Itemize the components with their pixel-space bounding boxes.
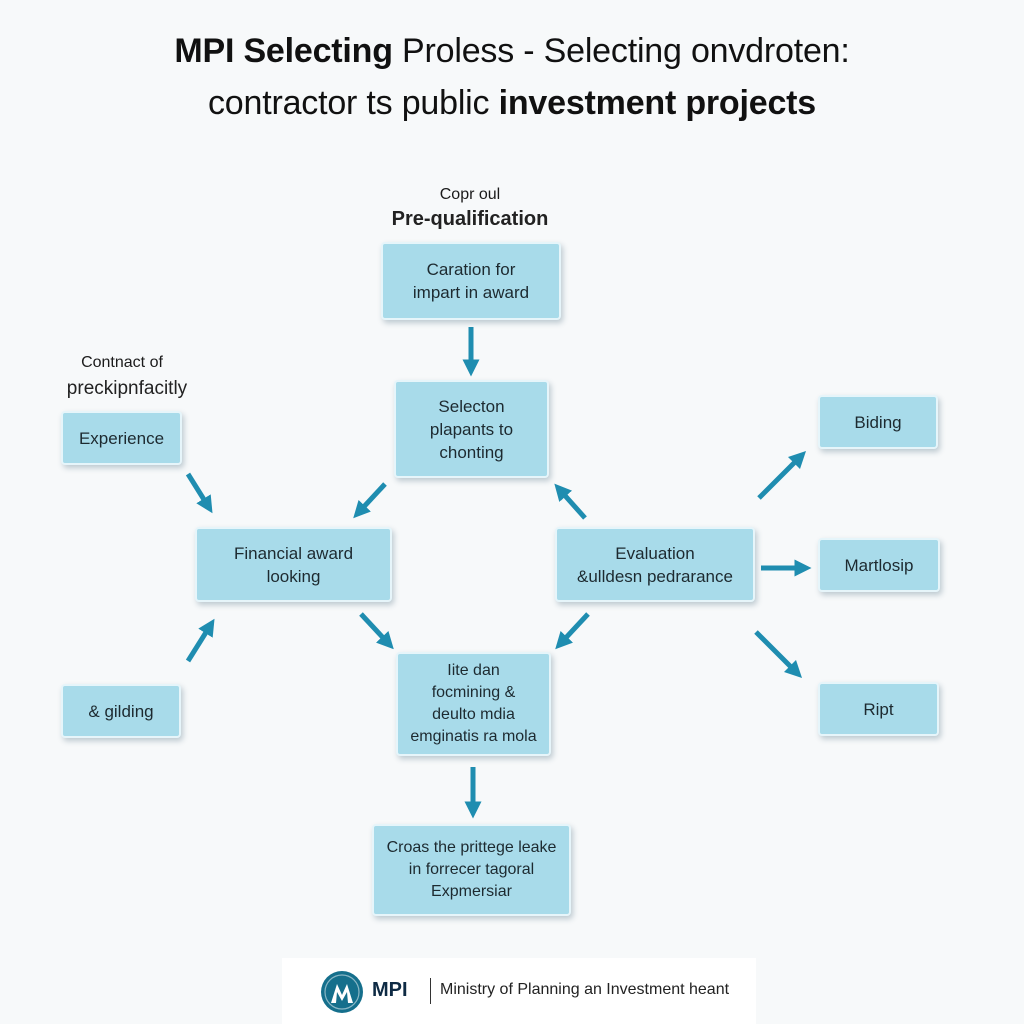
node-experience: Experience xyxy=(61,411,182,465)
node-evaluation-line-2: &ulldesn pedrarance xyxy=(577,566,733,586)
node-center-line-3: deulto mdia xyxy=(432,706,515,723)
footer-bar: MPI Ministry of Planning an Investment h… xyxy=(282,958,756,1024)
node-selecton-line-2: plapants to xyxy=(429,419,514,439)
node-caration: Caration for impart in award xyxy=(381,242,561,320)
page-title-line-2: contractor ts public investment projects xyxy=(0,84,1024,123)
node-selecton-line-3: chonting xyxy=(439,442,504,462)
node-selecton-line-1: Selecton xyxy=(438,396,505,416)
node-financial-award: Financial award looking xyxy=(195,527,392,602)
arrow-gilding-to-financial xyxy=(185,618,215,663)
node-bottom: Croas the prittege leake in forrecer tago… xyxy=(372,824,571,916)
caption-left-small: Contnact of xyxy=(81,354,163,371)
node-bottom-line-2: in forrecer tagoral xyxy=(408,861,535,878)
footer-divider xyxy=(430,978,431,1004)
mpi-emblem-icon xyxy=(321,971,363,1013)
title-lead: MPI Selecting xyxy=(174,32,393,70)
footer-brand: MPI xyxy=(372,979,408,1001)
arrow-selecton-to-financial xyxy=(353,482,387,519)
arrow-evaluation-to-ript xyxy=(754,630,803,679)
node-biding-label: Biding xyxy=(854,412,902,432)
node-center-line-1: Iite dan xyxy=(447,662,500,679)
node-financial-line-2: looking xyxy=(266,566,321,586)
node-gilding-label: & gilding xyxy=(88,701,154,721)
node-evaluation: Evaluation&ulldesn pedrarance xyxy=(555,527,755,602)
node-financial-line-1: Financial award xyxy=(233,543,354,563)
footer-ministry-name: Ministry of Planning an Investment heant xyxy=(440,981,730,998)
node-gilding: & gilding xyxy=(61,684,181,738)
node-selecton: Selecton plapants to chonting xyxy=(394,380,549,478)
title-rest: Proless - Selecting onvdroten: xyxy=(392,32,850,70)
title-line2-lead: contractor ts public xyxy=(207,84,499,122)
node-caration-line-2: impart in award xyxy=(412,283,530,302)
node-experience-label: Experience xyxy=(78,428,165,448)
arrow-evaluation-to-biding xyxy=(757,450,807,500)
node-center-line-4: emginatis ra mola xyxy=(410,728,537,745)
arrow-evaluation-to-selecton xyxy=(554,483,587,520)
node-bottom-line-1: Croas the prittege leake xyxy=(386,839,557,856)
node-bottom-line-3: Expmersiar xyxy=(431,883,512,900)
caption-pre-qualification: Pre-qualification xyxy=(391,208,549,230)
title-line2-rest: investment projects xyxy=(498,84,817,122)
arrow-evaluation-to-center xyxy=(555,612,590,650)
node-center: Iite dan focmining & deulto mdia emginatis … xyxy=(396,652,551,756)
node-martlosip: Martlosip xyxy=(818,538,940,592)
page-title-line-1: MPI Selecting Proless - Selecting onvdro… xyxy=(0,32,1024,71)
caption-left-strong: preckipnfacitly xyxy=(66,378,188,399)
node-caration-line-1: Caration for xyxy=(426,260,516,279)
node-ript: Ript xyxy=(818,682,939,736)
node-biding: Biding xyxy=(818,395,938,449)
node-center-line-2: focmining & xyxy=(431,684,516,701)
caption-top-small: Copr oul xyxy=(439,186,501,203)
arrow-experience-to-financial xyxy=(185,472,213,514)
arrow-financial-to-center xyxy=(359,612,394,650)
node-evaluation-line-1: Evaluation xyxy=(615,543,695,563)
node-ript-label: Ript xyxy=(863,699,894,719)
node-martlosip-label: Martlosip xyxy=(844,555,914,575)
